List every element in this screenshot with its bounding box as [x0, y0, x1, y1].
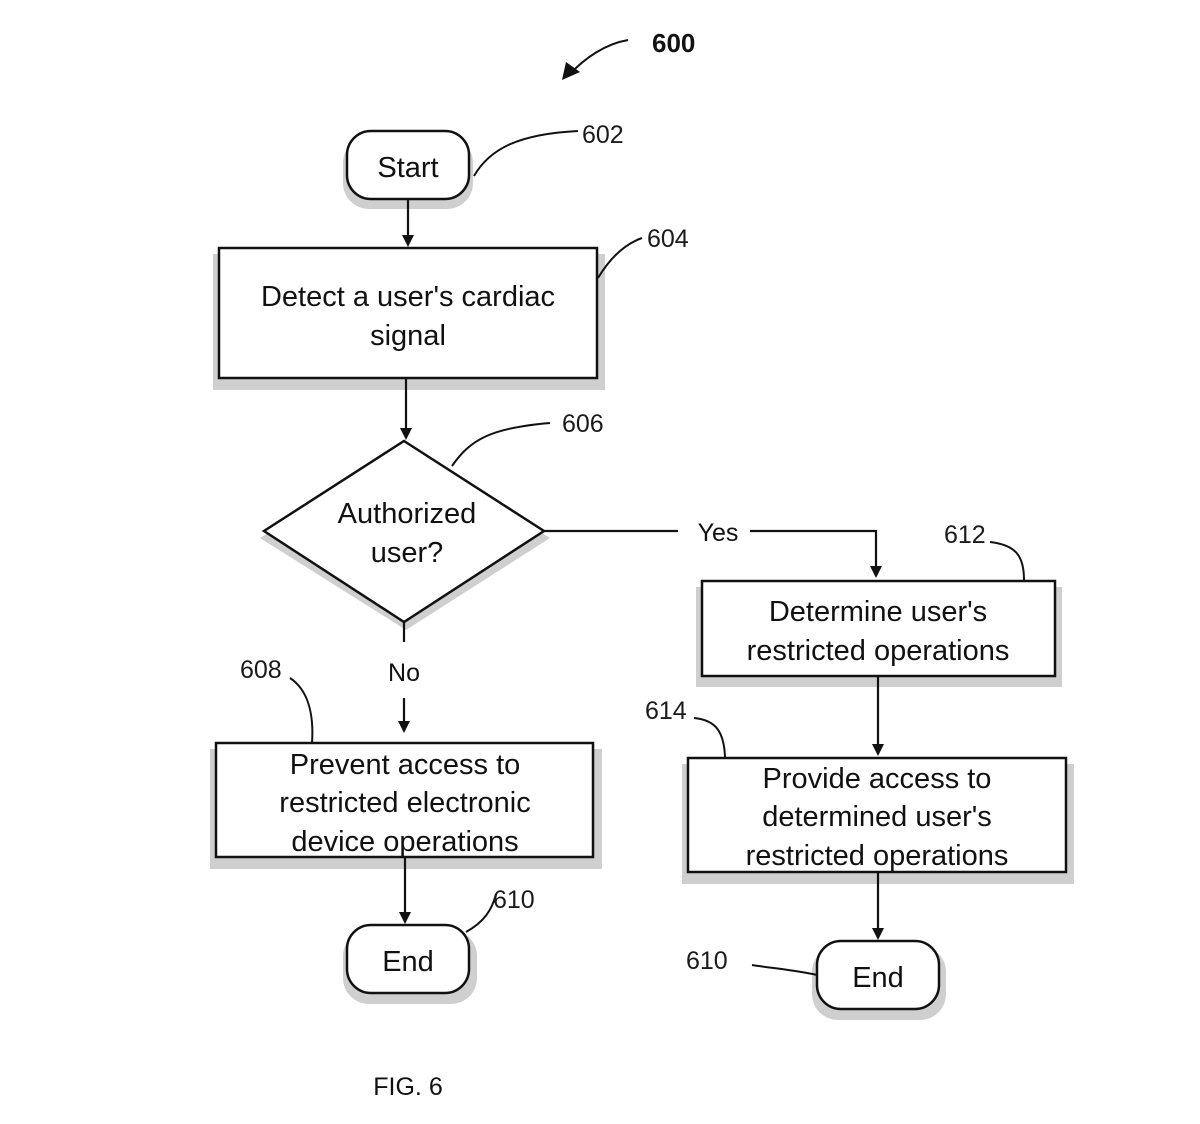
start-node: Start 602	[343, 121, 624, 209]
ref-612-leader	[989, 541, 1025, 581]
ref-602-leader	[473, 130, 579, 177]
ref-608: 608	[240, 656, 282, 684]
end-right-label: End	[852, 962, 904, 994]
ref-606-leader	[451, 422, 551, 467]
end-left-shape	[345, 923, 471, 995]
provide-label-line3: restricted operations	[746, 840, 1009, 872]
ref-614: 614	[645, 697, 687, 725]
figure-ref-number: 600	[652, 28, 695, 58]
end-right-node: End 610	[686, 939, 946, 1020]
ref-608-leader	[289, 677, 314, 744]
edge-no-label: No	[388, 659, 420, 687]
ref-604-leader	[597, 237, 643, 279]
start-label: Start	[377, 152, 438, 184]
ref-610-left-leader	[465, 893, 497, 933]
ref-606: 606	[562, 410, 604, 438]
provide-node: Provide access to determined user's rest…	[645, 697, 1074, 884]
figure-ref-arrowhead	[562, 62, 580, 80]
decision-shape	[261, 439, 547, 624]
prevent-label-line1: Prevent access to	[290, 749, 521, 781]
ref-612: 612	[944, 521, 986, 549]
ref-610-right-leader	[751, 964, 818, 976]
determine-shape	[700, 579, 1057, 678]
prevent-label-line3: device operations	[291, 826, 518, 858]
end-left-node: End 610	[343, 886, 535, 1004]
edge-yes-label: Yes	[698, 519, 739, 547]
ref-610-right: 610	[686, 947, 728, 975]
decision-node: Authorized user? 606	[260, 410, 604, 630]
figure-ref-arrow	[569, 39, 629, 75]
end-left-label: End	[382, 946, 434, 978]
decision-label-line2: user?	[371, 537, 444, 569]
prevent-node: Prevent access to restricted electronic …	[210, 656, 602, 869]
decision-label-line1: Authorized	[338, 498, 477, 530]
ref-604: 604	[647, 225, 689, 253]
ref-614-leader	[693, 717, 726, 758]
detect-label-line1: Detect a user's cardiac	[261, 281, 555, 313]
provide-shape	[686, 756, 1068, 874]
figure-ref-600: 600	[562, 28, 695, 80]
detect-node: Detect a user's cardiac signal 604	[213, 225, 689, 390]
edge-yes-segment2	[750, 529, 882, 578]
determine-node: Determine user's restricted operations 6…	[696, 521, 1062, 687]
ref-602: 602	[582, 121, 624, 149]
provide-label-line2: determined user's	[762, 801, 992, 833]
edge-no: No	[388, 622, 420, 733]
provide-label-line1: Provide access to	[763, 763, 992, 795]
prevent-label-line2: restricted electronic	[279, 787, 530, 819]
detect-shape	[217, 246, 599, 380]
edge-yes: Yes	[544, 519, 882, 578]
determine-label-line1: Determine user's	[769, 596, 987, 628]
detect-label-line2: signal	[370, 320, 446, 352]
figure-caption: FIG. 6	[373, 1073, 442, 1101]
ref-610-left: 610	[493, 886, 535, 914]
determine-label-line2: restricted operations	[747, 635, 1010, 667]
